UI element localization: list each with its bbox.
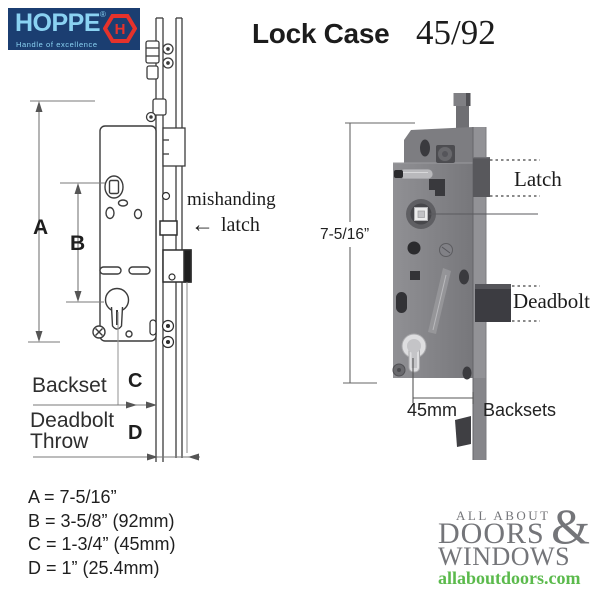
logo-all-about: ALL ABOUT bbox=[456, 508, 551, 523]
dimension-label-b: B bbox=[70, 232, 86, 255]
deadbolt-throw-label: Deadbolt Throw bbox=[30, 409, 115, 453]
dimension-arrowheads bbox=[35, 101, 199, 461]
height-dimension bbox=[343, 122, 415, 384]
legend-line-c: C = 1-3/4” (45mm) bbox=[28, 534, 176, 554]
photo-latch-label: Latch bbox=[514, 167, 562, 191]
hoppe-brand-text: HOPPE bbox=[15, 9, 101, 37]
top-hardware bbox=[145, 40, 186, 167]
legend-line-a: A = 7-5/16” bbox=[28, 487, 117, 507]
callout-dashes bbox=[490, 159, 540, 322]
logo-doors: DOORS bbox=[438, 517, 545, 550]
dimension-label-a: A bbox=[33, 216, 49, 239]
page-title: Lock Case bbox=[252, 18, 390, 49]
lock-case-photo bbox=[343, 93, 540, 460]
dimension-legend: A = 7-5/16” B = 3-5/8” (92mm) C = 1-3/4”… bbox=[28, 486, 176, 580]
plate-parts bbox=[149, 191, 192, 453]
latch-note-text: latch bbox=[221, 214, 260, 236]
left-arrow-icon: ← bbox=[191, 212, 216, 237]
mishanding-latch-shape bbox=[159, 220, 178, 236]
logo-ampersand: & bbox=[551, 498, 590, 554]
mishanding-note-line1: mishanding bbox=[187, 189, 276, 210]
hoppe-h-letter: H bbox=[114, 21, 126, 38]
backset-dimension bbox=[412, 358, 474, 404]
lower-dark-part bbox=[455, 416, 471, 447]
logo-windows: WINDOWS bbox=[438, 542, 571, 571]
all-about-doors-logo: ALL ABOUT & DOORS WINDOWS allaboutdoors.… bbox=[438, 501, 590, 588]
deadbolt-bolt bbox=[475, 284, 511, 322]
photo-deadbolt-label: Deadbolt bbox=[513, 289, 590, 313]
dimension-lines bbox=[28, 100, 200, 458]
euro-cylinder-cutout bbox=[401, 333, 427, 373]
photo-height-label: 7-5/16” bbox=[320, 226, 370, 243]
dimension-label-c: C bbox=[128, 370, 143, 392]
dimension-label-d: D bbox=[128, 422, 143, 444]
hoppe-wordmark: HOPPE® bbox=[15, 11, 106, 36]
backset-label: Backset bbox=[32, 374, 107, 397]
hoppe-logo: HOPPE® Handle of excellence H bbox=[8, 8, 140, 50]
legend-line-d: D = 1” (25.4mm) bbox=[28, 557, 160, 578]
photo-backsets-label: Backsets bbox=[483, 400, 557, 420]
faceplate-rails bbox=[155, 17, 183, 462]
hoppe-hexagon-icon: H bbox=[102, 14, 138, 43]
lock-case-body bbox=[92, 125, 157, 342]
photo-backset-value: 45mm bbox=[407, 400, 458, 420]
top-stub bbox=[456, 104, 469, 130]
lock-mechanism-line-drawing bbox=[28, 17, 200, 462]
hoppe-tagline: Handle of excellence bbox=[16, 40, 98, 49]
latch-bolt bbox=[473, 157, 490, 197]
registered-mark: ® bbox=[100, 10, 106, 19]
logo-website: allaboutdoors.com bbox=[438, 568, 581, 588]
legend-line-b: B = 3-5/8” (92mm) bbox=[28, 510, 175, 531]
model-number: 45/92 bbox=[416, 13, 496, 52]
mishanding-note-line2: ← latch bbox=[191, 212, 260, 238]
